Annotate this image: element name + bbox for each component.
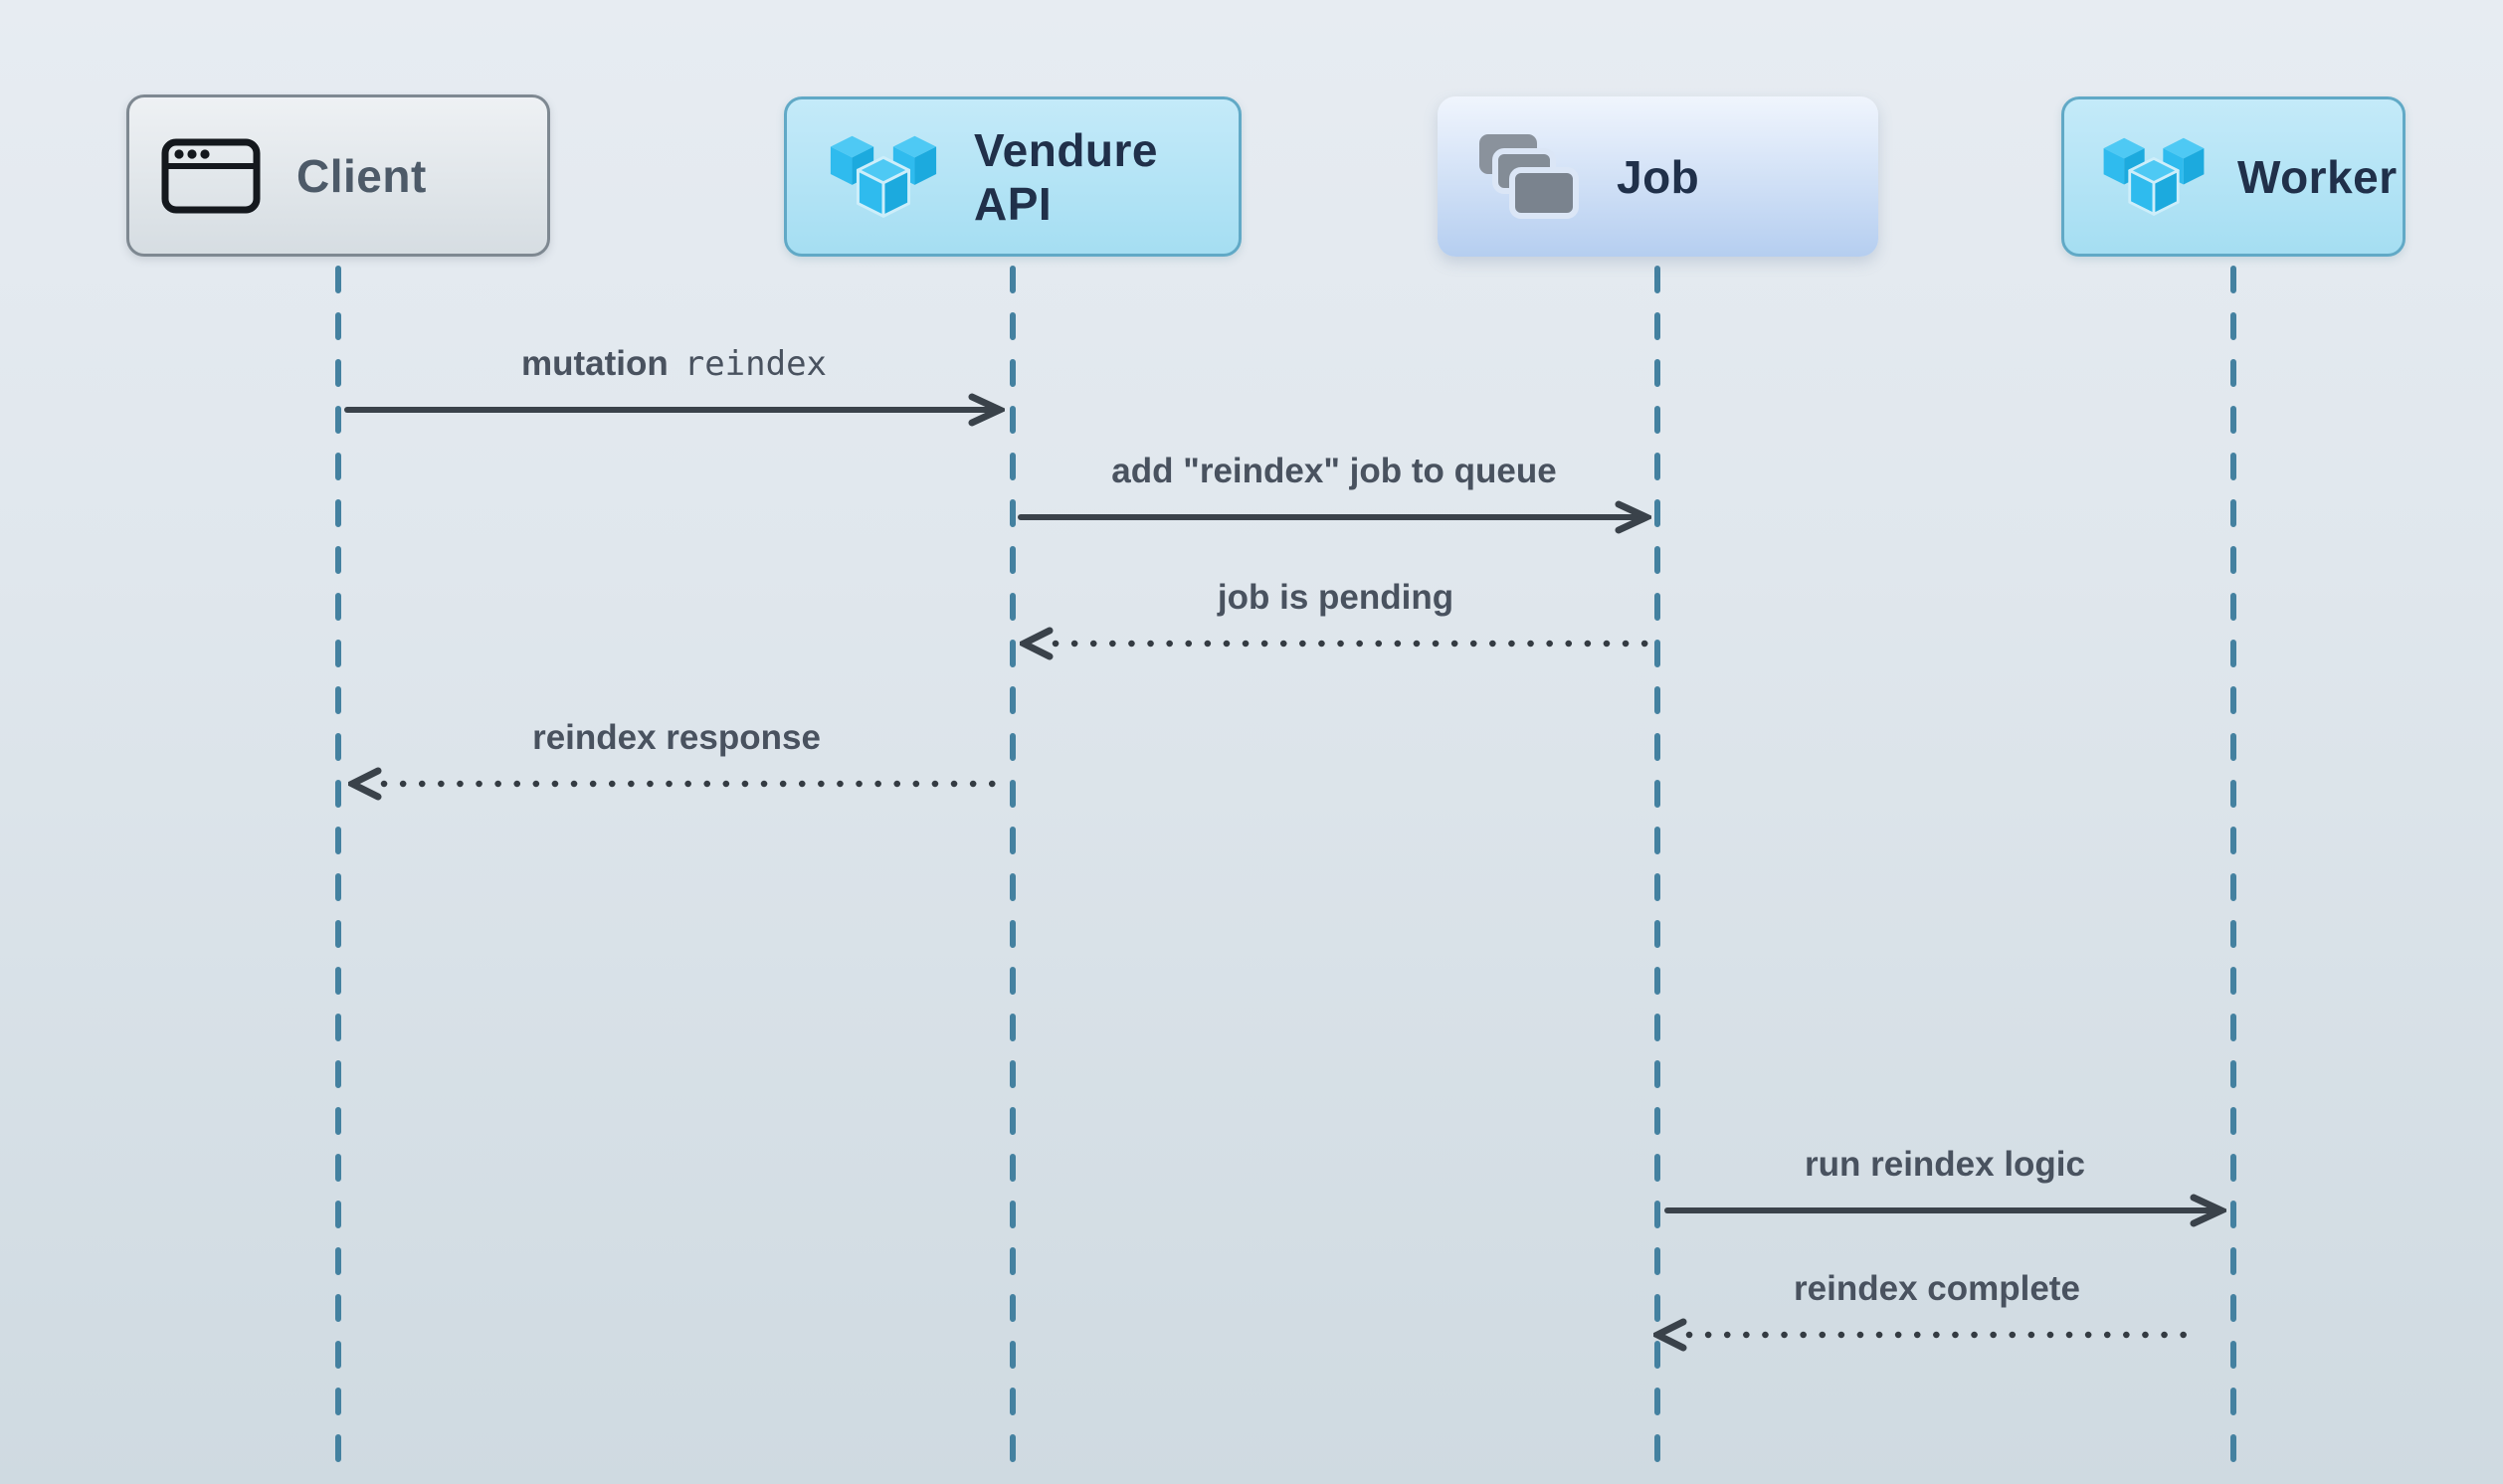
message-mutation-reindex: mutation reindex: [343, 342, 1005, 428]
dotted-arrow-left: [348, 767, 1004, 801]
actor-box-worker: Worker: [2061, 96, 2406, 257]
vendure-logo-icon: [2098, 133, 2210, 221]
message-label: run reindex logic: [1805, 1145, 2085, 1184]
message-label-text: mutation: [520, 344, 669, 383]
message-reindex-response: reindex response: [348, 716, 1005, 802]
stacked-cards-icon: [1477, 132, 1581, 222]
message-reindex-complete: reindex complete: [1653, 1267, 2220, 1353]
actor-label-worker: Worker: [2237, 150, 2398, 203]
message-add-job-to-queue: add "reindex" job to queue: [1017, 450, 1651, 535]
cube-front: [2128, 156, 2180, 216]
message-label: mutation reindex: [343, 342, 1005, 386]
message-label: add "reindex" job to queue: [1111, 452, 1557, 490]
message-label: reindex response: [532, 718, 821, 757]
solid-arrow-right: [344, 393, 1005, 427]
actor-label-client: Client: [296, 149, 427, 202]
actor-label-vendure-api: Vendure API: [974, 123, 1159, 230]
solid-arrow-right: [1664, 1194, 2226, 1227]
browser-window-icon: [161, 138, 261, 214]
vendure-logo-icon: [825, 131, 942, 223]
dotted-arrow-left: [1020, 627, 1650, 660]
actor-label-job: Job: [1617, 150, 1700, 203]
message-job-is-pending: job is pending: [1020, 576, 1651, 661]
actor-box-vendure-api: Vendure API: [784, 96, 1242, 257]
actor-box-job: Job: [1438, 96, 1878, 257]
message-label-code: reindex: [683, 344, 828, 384]
cube-front: [856, 155, 911, 218]
message-run-reindex-logic: run reindex logic: [1663, 1143, 2226, 1228]
message-label: reindex complete: [1794, 1269, 2080, 1308]
solid-arrow-right: [1018, 500, 1651, 534]
message-label: job is pending: [1217, 578, 1454, 617]
dotted-arrow-left: [1653, 1318, 2200, 1352]
actor-box-client: Client: [126, 94, 550, 257]
